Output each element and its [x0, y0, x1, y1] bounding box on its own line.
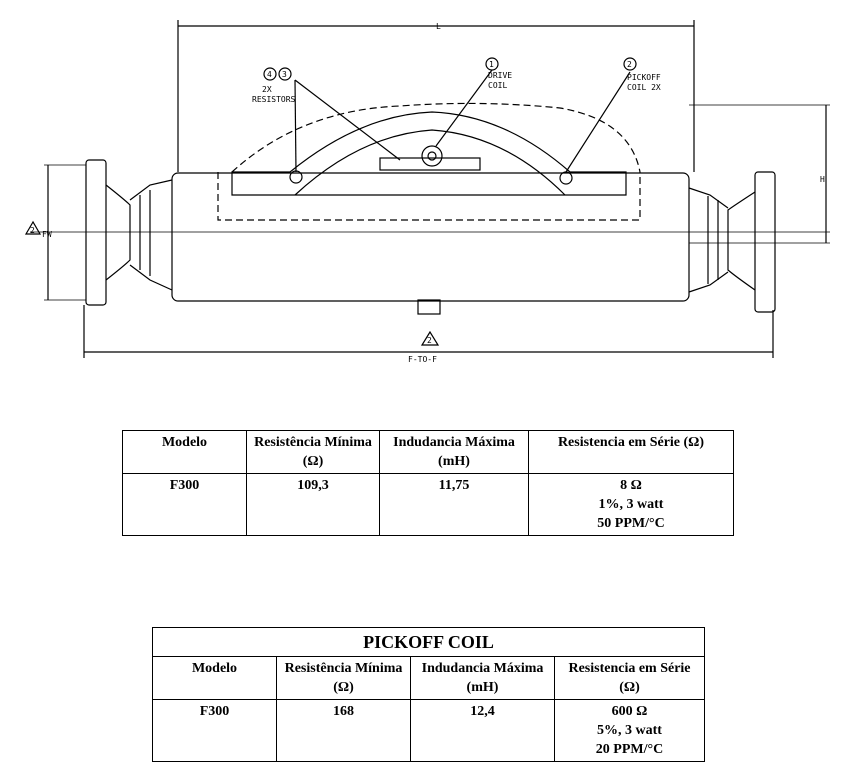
series-resistance-line-2: 5%, 3 watt: [597, 723, 662, 738]
header-series-resistance: Resistencia em Série (Ω): [554, 656, 705, 700]
pickoff-callout-number: 2: [627, 60, 632, 69]
drive-coil-label-2: COIL: [488, 81, 507, 90]
drive-coil-label-1: DRIVE: [488, 71, 512, 80]
series-resistance-line-1: 8 Ω: [620, 478, 642, 493]
header-min-resistance: Resistência Mínima (Ω): [276, 656, 411, 700]
table-header-row: Modelo Resistência Mínima (Ω) Indudancia…: [152, 656, 705, 700]
drive-coil-callout-number: 1: [489, 60, 494, 69]
table-row: F300 109,3 11,75 8 Ω 1%, 3 watt 50 PPM/°…: [122, 473, 734, 536]
dim-L-label: L: [436, 22, 441, 31]
series-resistance-line-2: 1%, 3 watt: [598, 497, 664, 512]
pickoff-label-1: PICKOFF: [627, 73, 661, 82]
cell-series-resistance: 600 Ω 5%, 3 watt 20 PPM/°C: [554, 699, 705, 762]
pickoff-label-2: COIL 2X: [627, 83, 661, 92]
table-header-row: Modelo Resistência Mínima (Ω) Indudancia…: [122, 430, 734, 474]
header-modelo: Modelo: [122, 430, 247, 474]
resistors-label-1: 2X: [262, 85, 272, 94]
note-left-number: 2: [30, 226, 35, 235]
resistors-label-2: RESISTORS: [252, 95, 296, 104]
cell-max-inductance: 11,75: [379, 473, 529, 536]
flowmeter-drawing: L H FW F-TO-F 1 DRIVE COIL 2 PICKOFF COI…: [24, 20, 830, 364]
table-caption-row: PICKOFF COIL: [152, 627, 705, 657]
resistors-callout-number-b: 3: [282, 70, 287, 79]
dim-FW-label: FW: [42, 230, 52, 239]
header-max-inductance: Indudancia Máxima (mH): [379, 430, 529, 474]
series-resistance-line-3: 20 PPM/°C: [595, 742, 664, 757]
cell-min-resistance: 168: [276, 699, 411, 762]
header-max-inductance: Indudancia Máxima (mH): [410, 656, 555, 700]
cell-model: F300: [122, 473, 247, 536]
series-resistance-line-1: 600 Ω: [611, 704, 648, 719]
series-resistance-line-3: 50 PPM/°C: [597, 516, 665, 531]
dim-H-label: H: [820, 175, 825, 184]
resistors-callout-number-a: 4: [267, 70, 272, 79]
header-min-resistance: Resistência Mínima (Ω): [246, 430, 380, 474]
cell-max-inductance: 12,4: [410, 699, 555, 762]
header-series-resistance: Resistencia em Série (Ω): [528, 430, 734, 474]
table-title: PICKOFF COIL: [152, 627, 705, 657]
header-modelo: Modelo: [152, 656, 277, 700]
dim-f-to-f-label: F-TO-F: [408, 355, 437, 364]
note-bottom-number: 2: [427, 336, 432, 345]
cell-model: F300: [152, 699, 277, 762]
pickoff-coil-spec-table: PICKOFF COIL Modelo Resistência Mínima (…: [152, 627, 705, 762]
cell-min-resistance: 109,3: [246, 473, 380, 536]
cell-series-resistance: 8 Ω 1%, 3 watt 50 PPM/°C: [528, 473, 734, 536]
drive-coil-spec-table: Modelo Resistência Mínima (Ω) Indudancia…: [122, 430, 734, 536]
table-row: F300 168 12,4 600 Ω 5%, 3 watt 20 PPM/°C: [152, 699, 705, 762]
